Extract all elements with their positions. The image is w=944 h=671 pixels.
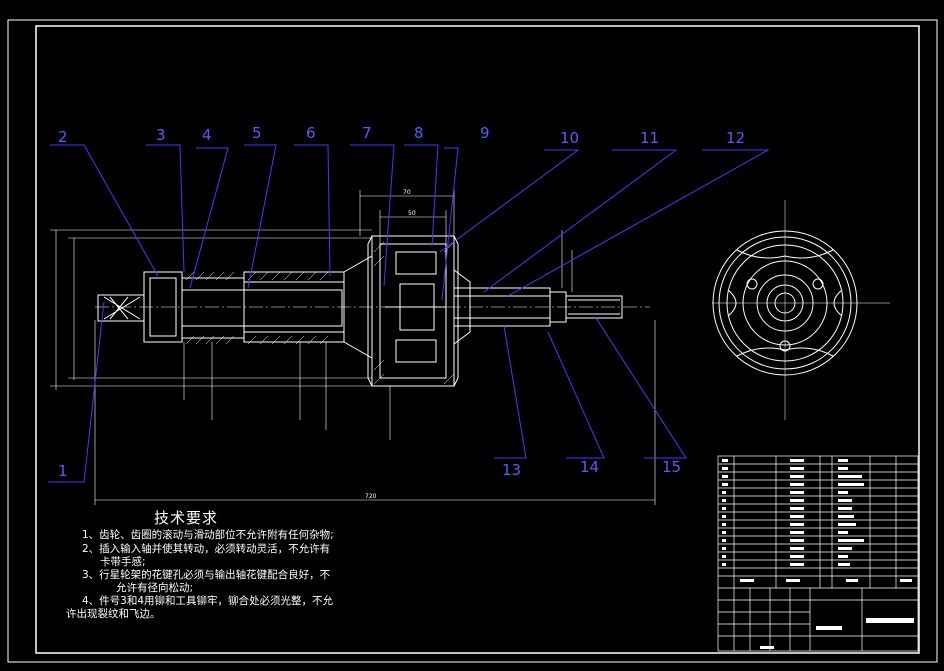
outer-border: [7, 19, 938, 663]
dim-overall-length: 720: [365, 493, 377, 500]
requirement-line-4: 3、行星轮架的花键孔必须与输出轴花键配合良好，不: [82, 569, 331, 581]
callout-2: 2: [58, 128, 68, 146]
end-view: [712, 200, 890, 420]
shaft-assembly: [97, 235, 623, 387]
callout-3: 3: [156, 126, 166, 144]
dimension-lines: [50, 190, 656, 505]
requirement-line-2: 2、插入输入轴并使其转动，必须转动灵活，不允许有: [82, 543, 331, 555]
inner-border: [35, 25, 920, 654]
callout-15: 15: [662, 458, 682, 476]
callout-11: 11: [640, 129, 660, 147]
section-hatching: [185, 241, 455, 385]
callout-5: 5: [252, 124, 262, 142]
callout-7: 7: [362, 124, 372, 142]
dim-top-inner: 50: [408, 210, 416, 217]
callout-4: 4: [202, 126, 212, 144]
dim-top-outer: 70: [403, 189, 411, 196]
requirement-line-3: 卡带手感;: [100, 556, 146, 568]
callout-6: 6: [306, 124, 316, 142]
callout-12: 12: [726, 129, 746, 147]
parts-list: [717, 455, 919, 652]
requirement-line-6: 4、件号3和4用铆和工具铆牢，铆合处必须光整，不允: [82, 595, 334, 607]
requirement-line-1: 1、齿轮、齿圈的滚动与滑动部位不允许附有任何杂物;: [82, 529, 334, 541]
requirement-line-5: 允许有径向松动;: [116, 582, 194, 594]
callout-1: 1: [58, 462, 68, 480]
parts-list-marks: [722, 459, 914, 649]
callout-9: 9: [480, 124, 490, 142]
callout-14: 14: [580, 458, 600, 476]
requirements-title: 技术要求: [154, 509, 219, 527]
callout-13: 13: [502, 461, 522, 479]
callout-8: 8: [414, 124, 424, 142]
callout-10: 10: [560, 129, 580, 147]
leader-lines: [48, 144, 770, 483]
requirement-line-7: 许出现裂纹和飞边。: [66, 608, 161, 620]
